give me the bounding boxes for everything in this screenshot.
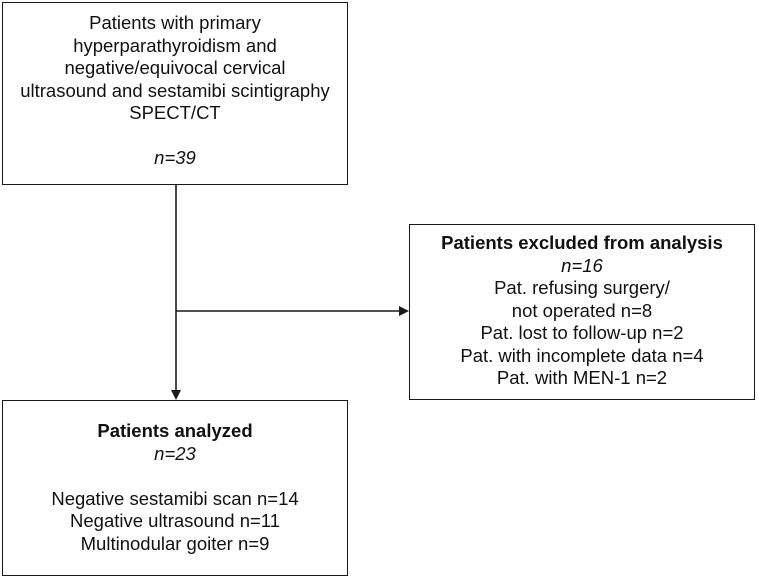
excluded-line-2: not operated n=8 <box>511 299 653 321</box>
excluded-title: Patients excluded from analysis <box>441 232 723 253</box>
excluded-line-3: Pat. lost to follow-up n=2 <box>480 322 684 343</box>
right-arrowhead <box>399 306 409 316</box>
eligible-line-5: SPECT/CT <box>129 102 221 123</box>
spacer <box>3 125 347 148</box>
eligible-line-1: Patients with primary <box>89 12 261 33</box>
spacer <box>3 465 347 488</box>
eligible-line-2: hyperparathyroidism and <box>73 34 277 56</box>
excluded-count: n=16 <box>561 254 603 276</box>
excluded-line-5: Pat. with MEN-1 n=2 <box>496 367 668 388</box>
analyzed-title: Patients analyzed <box>97 420 253 441</box>
excluded-line-1: Pat. refusing surgery/ <box>494 277 670 298</box>
excluded-line-4: Pat. with incomplete data n=4 <box>460 344 704 366</box>
analyzed-line-1: Negative sestamibi scan n=14 <box>51 487 299 509</box>
analyzed-line-2: Negative ultrasound n=11 <box>70 510 280 531</box>
analyzed-patients-box: Patients analyzed n=23 Negative sestamib… <box>2 400 348 576</box>
analyzed-count: n=23 <box>154 442 196 464</box>
eligible-count: n=39 <box>154 147 196 168</box>
analyzed-line-3: Multinodular goiter n=9 <box>80 532 270 554</box>
down-arrowhead <box>171 390 181 400</box>
eligible-line-3: negative/equivocal cervical <box>64 57 286 78</box>
eligible-patients-box: Patients with primary hyperparathyroidis… <box>2 2 348 185</box>
excluded-patients-box: Patients excluded from analysis n=16 Pat… <box>409 224 755 400</box>
eligible-line-4: ultrasound and sestamibi scintigraphy <box>20 79 330 101</box>
